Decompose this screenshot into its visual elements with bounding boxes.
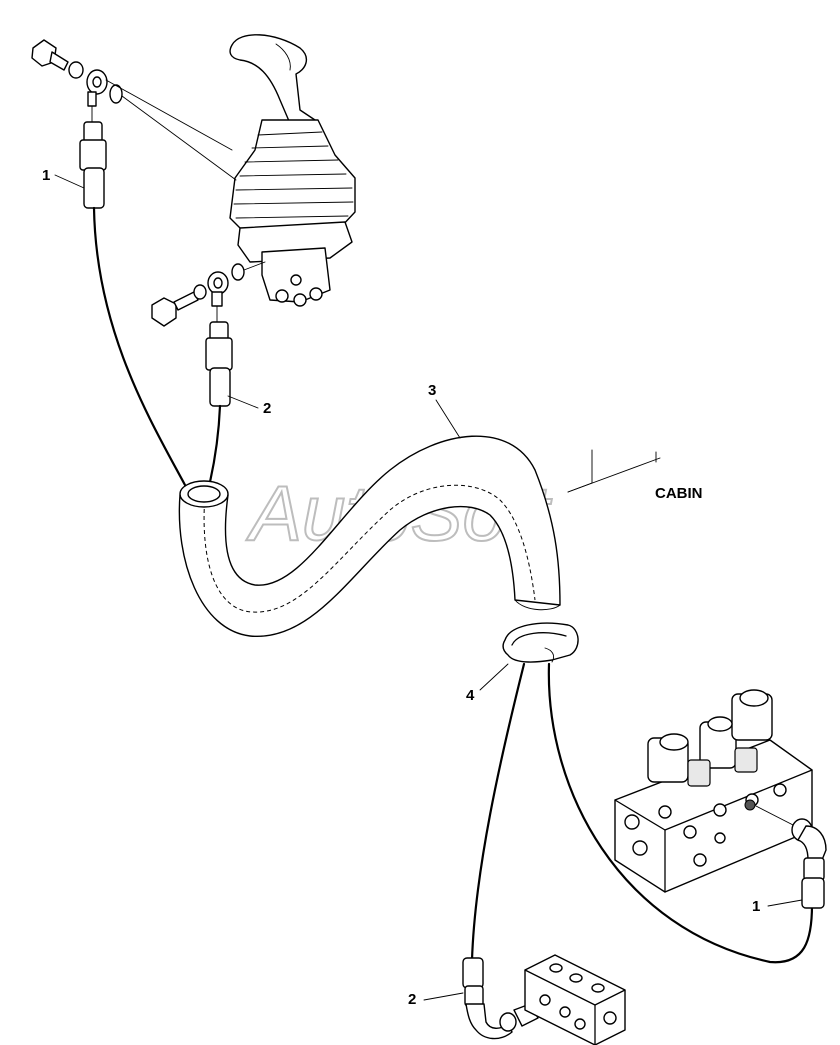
hose-1-lower-run	[547, 662, 814, 964]
joystick-assembly	[229, 34, 356, 307]
hose-1-right	[755, 805, 827, 909]
svg-text:4: 4	[466, 687, 475, 704]
hose-1-top	[79, 121, 187, 487]
svg-text:1: 1	[42, 167, 50, 184]
hose-2-lower-run	[470, 662, 526, 962]
callout-4-clamp: 4	[466, 663, 509, 704]
callout-2-mid: 2	[227, 395, 271, 417]
callout-2-bottom: 2	[408, 991, 464, 1008]
cabin-label: CABIN	[655, 485, 703, 502]
hose-clamp	[502, 622, 579, 663]
top-fitting-stack	[31, 39, 237, 181]
callout-1-top: 1	[42, 167, 85, 189]
lower-valve-block	[524, 954, 626, 1045]
callout-1-right: 1	[752, 898, 803, 915]
svg-text:3: 3	[428, 382, 436, 399]
middle-fitting-stack	[151, 261, 266, 327]
valve-block	[614, 689, 813, 893]
svg-text:1: 1	[752, 898, 760, 915]
cabin-outline	[567, 449, 661, 493]
svg-text:2: 2	[263, 400, 271, 417]
protective-sleeve	[178, 435, 561, 637]
hose-2-bottom	[462, 957, 539, 1040]
callout-3-sleeve: 3	[428, 382, 461, 439]
svg-text:2: 2	[408, 991, 416, 1008]
hose-2-mid	[205, 321, 233, 484]
